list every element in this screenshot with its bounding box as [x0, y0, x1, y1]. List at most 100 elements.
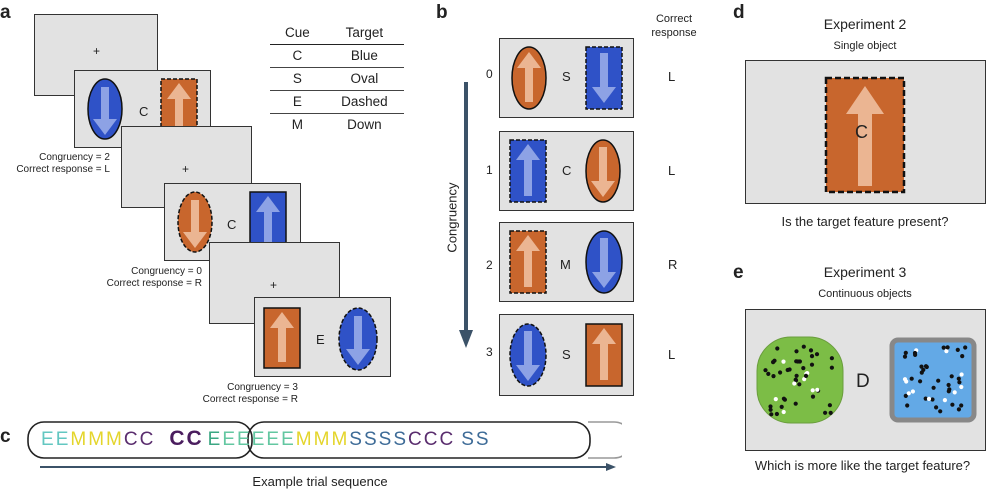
texture-dot: [904, 379, 909, 384]
experiment-2-subtitle: Single object: [833, 40, 897, 52]
sequence-letter: E: [207, 429, 222, 450]
sequence-axis-label: Example trial sequence: [252, 474, 388, 489]
cue-letter: E: [316, 332, 325, 347]
texture-dot: [931, 385, 936, 390]
sequence-letter: C: [439, 429, 455, 450]
experiment-3-subtitle: Continuous objects: [818, 288, 912, 300]
response-value: L: [668, 163, 676, 178]
texture-dot: [946, 389, 951, 394]
orange-rect-up: [262, 306, 302, 375]
sequence-letter: C: [186, 427, 203, 450]
texture-dot: [794, 373, 799, 378]
texture-dot: [926, 396, 932, 401]
congruency-level: 2: [486, 258, 493, 272]
texture-dot: [781, 359, 786, 364]
texture-dot: [768, 404, 773, 409]
texture-dot: [766, 371, 771, 376]
texture-dot: [905, 403, 910, 408]
table-cell: Blue: [324, 44, 404, 68]
texture-dot: [801, 344, 806, 349]
texture-dot: [902, 354, 908, 359]
sequence-letter: E: [222, 429, 237, 450]
experiment-2-question: Is the target feature present?: [781, 214, 949, 229]
response-value: L: [668, 69, 676, 84]
sequence-letter: S: [461, 429, 475, 450]
fixation-cross: +: [182, 162, 190, 176]
sequence-letter: C: [169, 427, 186, 450]
texture-dot: [785, 367, 790, 373]
texture-dot: [918, 379, 923, 384]
orange-oval-down: [584, 138, 622, 209]
texture-dot: [827, 403, 832, 408]
cue-letter: S: [562, 69, 571, 84]
cue-letter: C: [139, 104, 149, 119]
texture-dot: [809, 354, 815, 359]
blue-rect-up: [508, 138, 548, 209]
texture-dot: [957, 380, 962, 385]
sequence-letter: S: [349, 429, 363, 450]
texture-dot: [936, 378, 941, 383]
experiment-3-question: Which is more like the target feature?: [754, 458, 971, 473]
texture-dot: [815, 387, 820, 392]
texture-dot: [772, 358, 777, 363]
congruency-label: Congruency = 0: [131, 266, 202, 277]
congruency-label: Congruency = 2: [39, 152, 110, 163]
correct-response-label: Correct response = R: [106, 278, 202, 289]
sequence-letter: S: [393, 429, 408, 450]
sequence-letter: C: [408, 429, 423, 450]
congruency-label: Congruency = 3: [227, 382, 298, 393]
response-value: R: [668, 257, 678, 272]
texture-dot: [795, 359, 800, 364]
texture-dot: [910, 389, 915, 394]
texture-dot: [956, 407, 961, 412]
texture-dot: [903, 393, 908, 398]
orange-rect-up: [824, 76, 906, 199]
orange-oval-up: [510, 45, 548, 116]
texture-dot: [773, 397, 778, 402]
sequence-letter: S: [378, 429, 393, 450]
texture-dot: [934, 405, 939, 410]
texture-dot: [781, 396, 786, 401]
orange-rect-up: [584, 322, 624, 393]
cue-letter: C: [227, 217, 237, 232]
congruency-level: 3: [486, 345, 493, 359]
trial-3-caption: Congruency = 3 Correct response = R: [180, 382, 298, 406]
texture-dot: [779, 404, 784, 409]
texture-dot: [946, 382, 951, 388]
sequence-outline: [27, 421, 622, 459]
cue-letter: C: [855, 122, 868, 142]
sequence-letter: E: [55, 429, 70, 450]
panel-letter-b: b: [436, 2, 448, 23]
texture-dot: [923, 396, 928, 401]
blue-rect-down: [584, 45, 624, 116]
fixation-cross: +: [270, 278, 278, 292]
texture-dot: [938, 409, 943, 414]
texture-dot: [906, 391, 911, 396]
sequence-letter: C: [139, 429, 155, 450]
texture-dot: [797, 382, 802, 387]
trial-1-caption: Congruency = 2 Correct response = L: [0, 152, 110, 176]
correct-response-label: Correct response = R: [202, 394, 298, 405]
experiment-3-title: Experiment 3: [823, 264, 907, 280]
texture-dot: [778, 370, 783, 375]
texture-dot: [823, 410, 828, 415]
response-value: L: [668, 347, 676, 362]
sequence-letter: C: [123, 429, 139, 450]
congruency-level: 0: [486, 67, 493, 81]
correct-response-label: Correct response = L: [16, 164, 110, 175]
cue-letter: C: [562, 163, 572, 178]
texture-dot: [950, 402, 955, 407]
texture-dot: [944, 349, 949, 354]
texture-dot: [829, 356, 834, 361]
texture-dot: [921, 367, 926, 372]
texture-dot: [763, 368, 768, 373]
texture-dot: [941, 345, 946, 350]
sequence-letter: M: [331, 429, 349, 450]
sequence-axis-arrow: [40, 463, 616, 471]
texture-dot: [809, 362, 815, 367]
panel-letter-c: c: [0, 426, 11, 447]
texture-dot: [942, 398, 947, 403]
